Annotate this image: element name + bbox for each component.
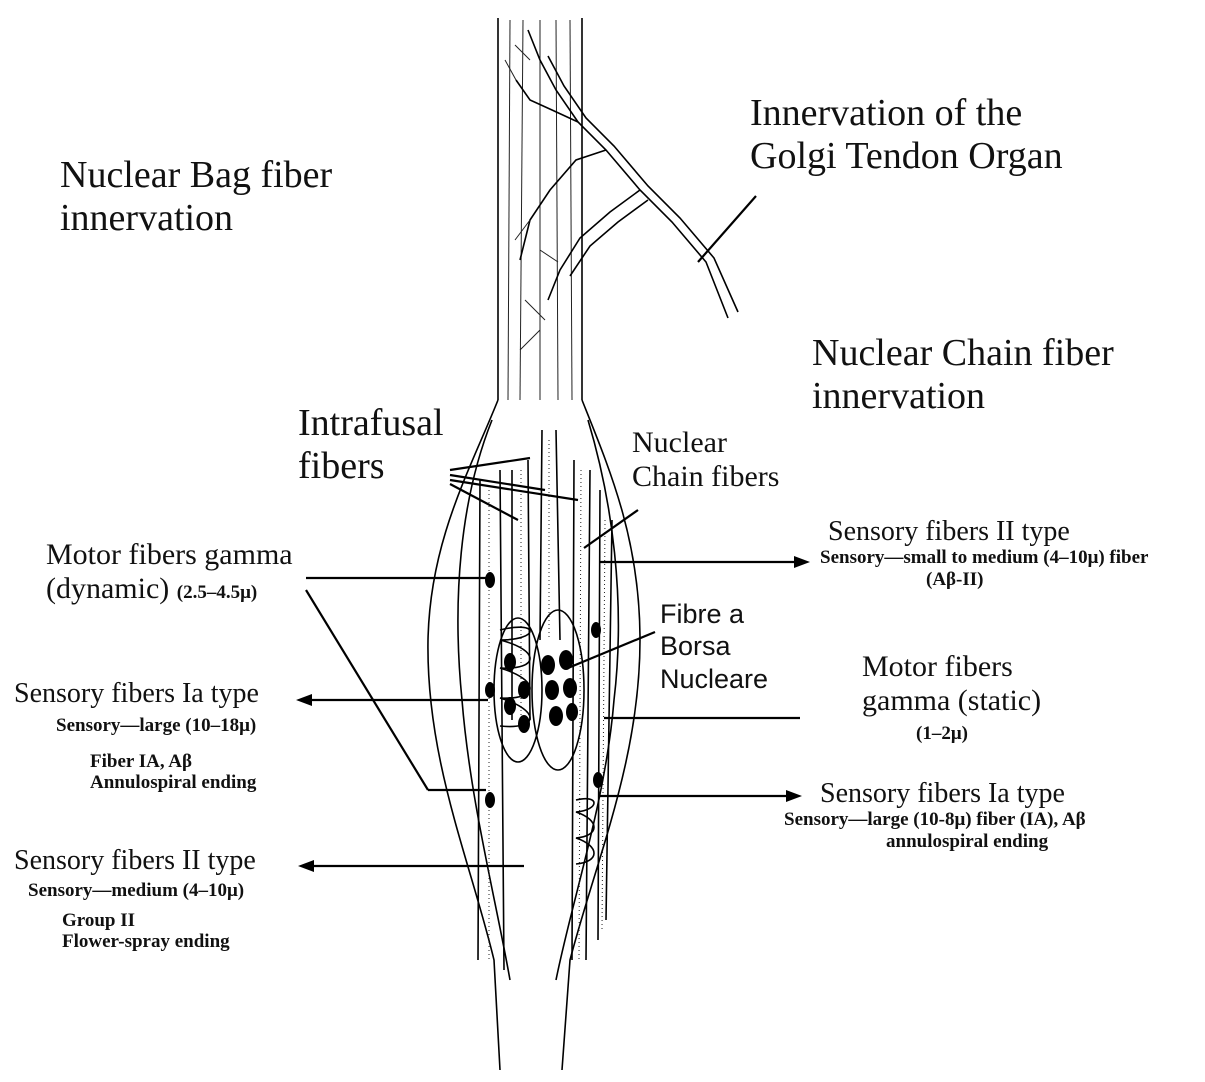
sensory-ii-right-desc2: (Aβ-II) [926,569,1148,590]
chain-innervation-label: Nuclear Chain fiber innervation [812,332,1114,417]
motor-dynamic-size: (2.5–4.5μ) [177,582,257,603]
sensory-ii-right-title: Sensory fibers II type [828,516,1148,547]
intrafusal-line1: Intrafusal [298,402,444,445]
sensory-ii-left-desc2: Group II [62,910,256,931]
sensory-ia-right-label: Sensory fibers Ia type Sensory—large (10… [820,778,1086,852]
fibre-borsa-line3: Nucleare [660,663,768,695]
chain-line1: Nuclear Chain fiber [812,332,1114,375]
motor-dynamic-label: Motor fibers gamma (dynamic) (2.5–4.5μ) [46,538,293,605]
golgi-innervation-label: Innervation of the Golgi Tendon Organ [750,92,1063,177]
sensory-ia-right-desc2: annulospiral ending [886,831,1086,852]
sensory-ii-left-desc: Sensory—medium (4–10μ) [28,880,256,901]
golgi-innervation-branches [505,30,756,350]
sensory-ia-left-title: Sensory fibers Ia type [14,678,259,709]
sensory-ia-right-desc: Sensory—large (10-8μ) fiber (IA), Aβ [784,809,1086,830]
bag-line2: innervation [60,197,332,240]
fibre-borsa-line1: Fibre a [660,598,768,630]
sensory-ii-right-desc: Sensory—small to medium (4–10μ) fiber [820,547,1148,568]
nuclear-chain-line1: Nuclear [632,426,779,460]
intrafusal-label: Intrafusal fibers [298,402,444,487]
intrafusal-line2: fibers [298,445,444,488]
sensory-ia-left-desc2: Fiber IA, Aβ [90,751,259,772]
sensory-ii-right-label: Sensory fibers II type Sensory—small to … [828,516,1148,590]
motor-static-size: (1–2μ) [916,723,1041,744]
fibre-borsa-label: Fibre a Borsa Nucleare [660,598,768,695]
golgi-line1: Innervation of the [750,92,1063,135]
nuclear-chain-label: Nuclear Chain fibers [632,426,779,493]
sensory-ia-left-desc3: Annulospiral ending [90,772,259,793]
motor-static-label: Motor fibers gamma (static) (1–2μ) [862,650,1041,744]
sensory-ia-right-title: Sensory fibers Ia type [820,778,1086,809]
sensory-ii-left-title: Sensory fibers II type [14,845,256,876]
motor-dynamic-title: Motor fibers gamma [46,538,293,572]
sensory-ii-left-label: Sensory fibers II type Sensory—medium (4… [14,845,256,952]
sensory-ia-left-desc: Sensory—large (10–18μ) [56,715,259,736]
motor-dynamic-line2: (dynamic) [46,572,169,605]
chain-line2: innervation [812,375,1114,418]
motor-static-line2: gamma (static) [862,684,1041,718]
fibre-borsa-line2: Borsa [660,630,768,662]
nuclear-chain-line2: Chain fibers [632,460,779,494]
sensory-ia-left-label: Sensory fibers Ia type Sensory—large (10… [14,678,259,793]
golgi-line2: Golgi Tendon Organ [750,135,1063,178]
tendon-trunk [498,18,582,400]
bag-line1: Nuclear Bag fiber [60,154,332,197]
intrafusal-fiber-bands [478,430,612,970]
sensory-ii-left-desc3: Flower-spray ending [62,931,256,952]
motor-static-title: Motor fibers [862,650,1041,684]
bag-innervation-label: Nuclear Bag fiber innervation [60,154,332,239]
